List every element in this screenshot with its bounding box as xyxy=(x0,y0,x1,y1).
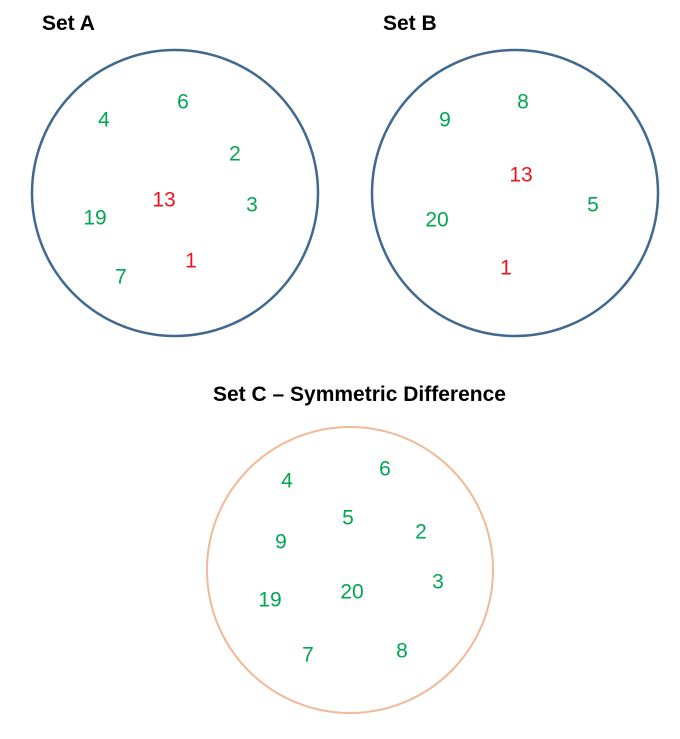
set-b-circle xyxy=(370,48,660,338)
set-b-elements: 9 8 13 5 20 1 xyxy=(425,91,599,280)
set-c-element-19: 19 xyxy=(258,589,281,612)
set-c-title: Set C – Symmetric Difference xyxy=(213,383,506,406)
set-a-element-6: 6 xyxy=(177,91,189,114)
set-b-element-5: 5 xyxy=(587,194,599,217)
set-a-circle xyxy=(30,48,320,338)
set-b-element-9: 9 xyxy=(439,109,451,132)
set-c-elements: 4 6 5 2 9 3 19 20 7 8 xyxy=(258,458,444,667)
set-c-element-2: 2 xyxy=(415,521,427,544)
set-b-element-20: 20 xyxy=(425,209,448,232)
set-a-element-1: 1 xyxy=(185,250,197,273)
set-a-element-19: 19 xyxy=(83,207,106,230)
set-a-element-7: 7 xyxy=(115,266,127,289)
set-c-element-6: 6 xyxy=(379,458,391,481)
set-b-element-8: 8 xyxy=(517,91,529,114)
set-a-elements: 4 6 2 13 3 19 1 7 xyxy=(83,91,258,289)
set-c-element-9: 9 xyxy=(275,531,287,554)
set-c-element-4: 4 xyxy=(281,470,293,493)
set-c-element-5: 5 xyxy=(342,507,354,530)
set-c-element-3: 3 xyxy=(432,571,444,594)
set-a-element-3: 3 xyxy=(246,194,258,217)
set-b-element-13: 13 xyxy=(509,164,532,187)
set-b-element-1: 1 xyxy=(500,257,512,280)
set-c-element-8: 8 xyxy=(396,640,408,663)
set-c-element-20: 20 xyxy=(340,581,363,604)
set-a-title: Set A xyxy=(42,12,95,35)
set-a-element-2: 2 xyxy=(229,143,241,166)
set-a-element-13: 13 xyxy=(152,189,175,212)
set-b-title: Set B xyxy=(383,12,437,35)
set-c-element-7: 7 xyxy=(302,644,314,667)
set-c-circle xyxy=(206,426,494,714)
set-a-element-4: 4 xyxy=(98,109,110,132)
